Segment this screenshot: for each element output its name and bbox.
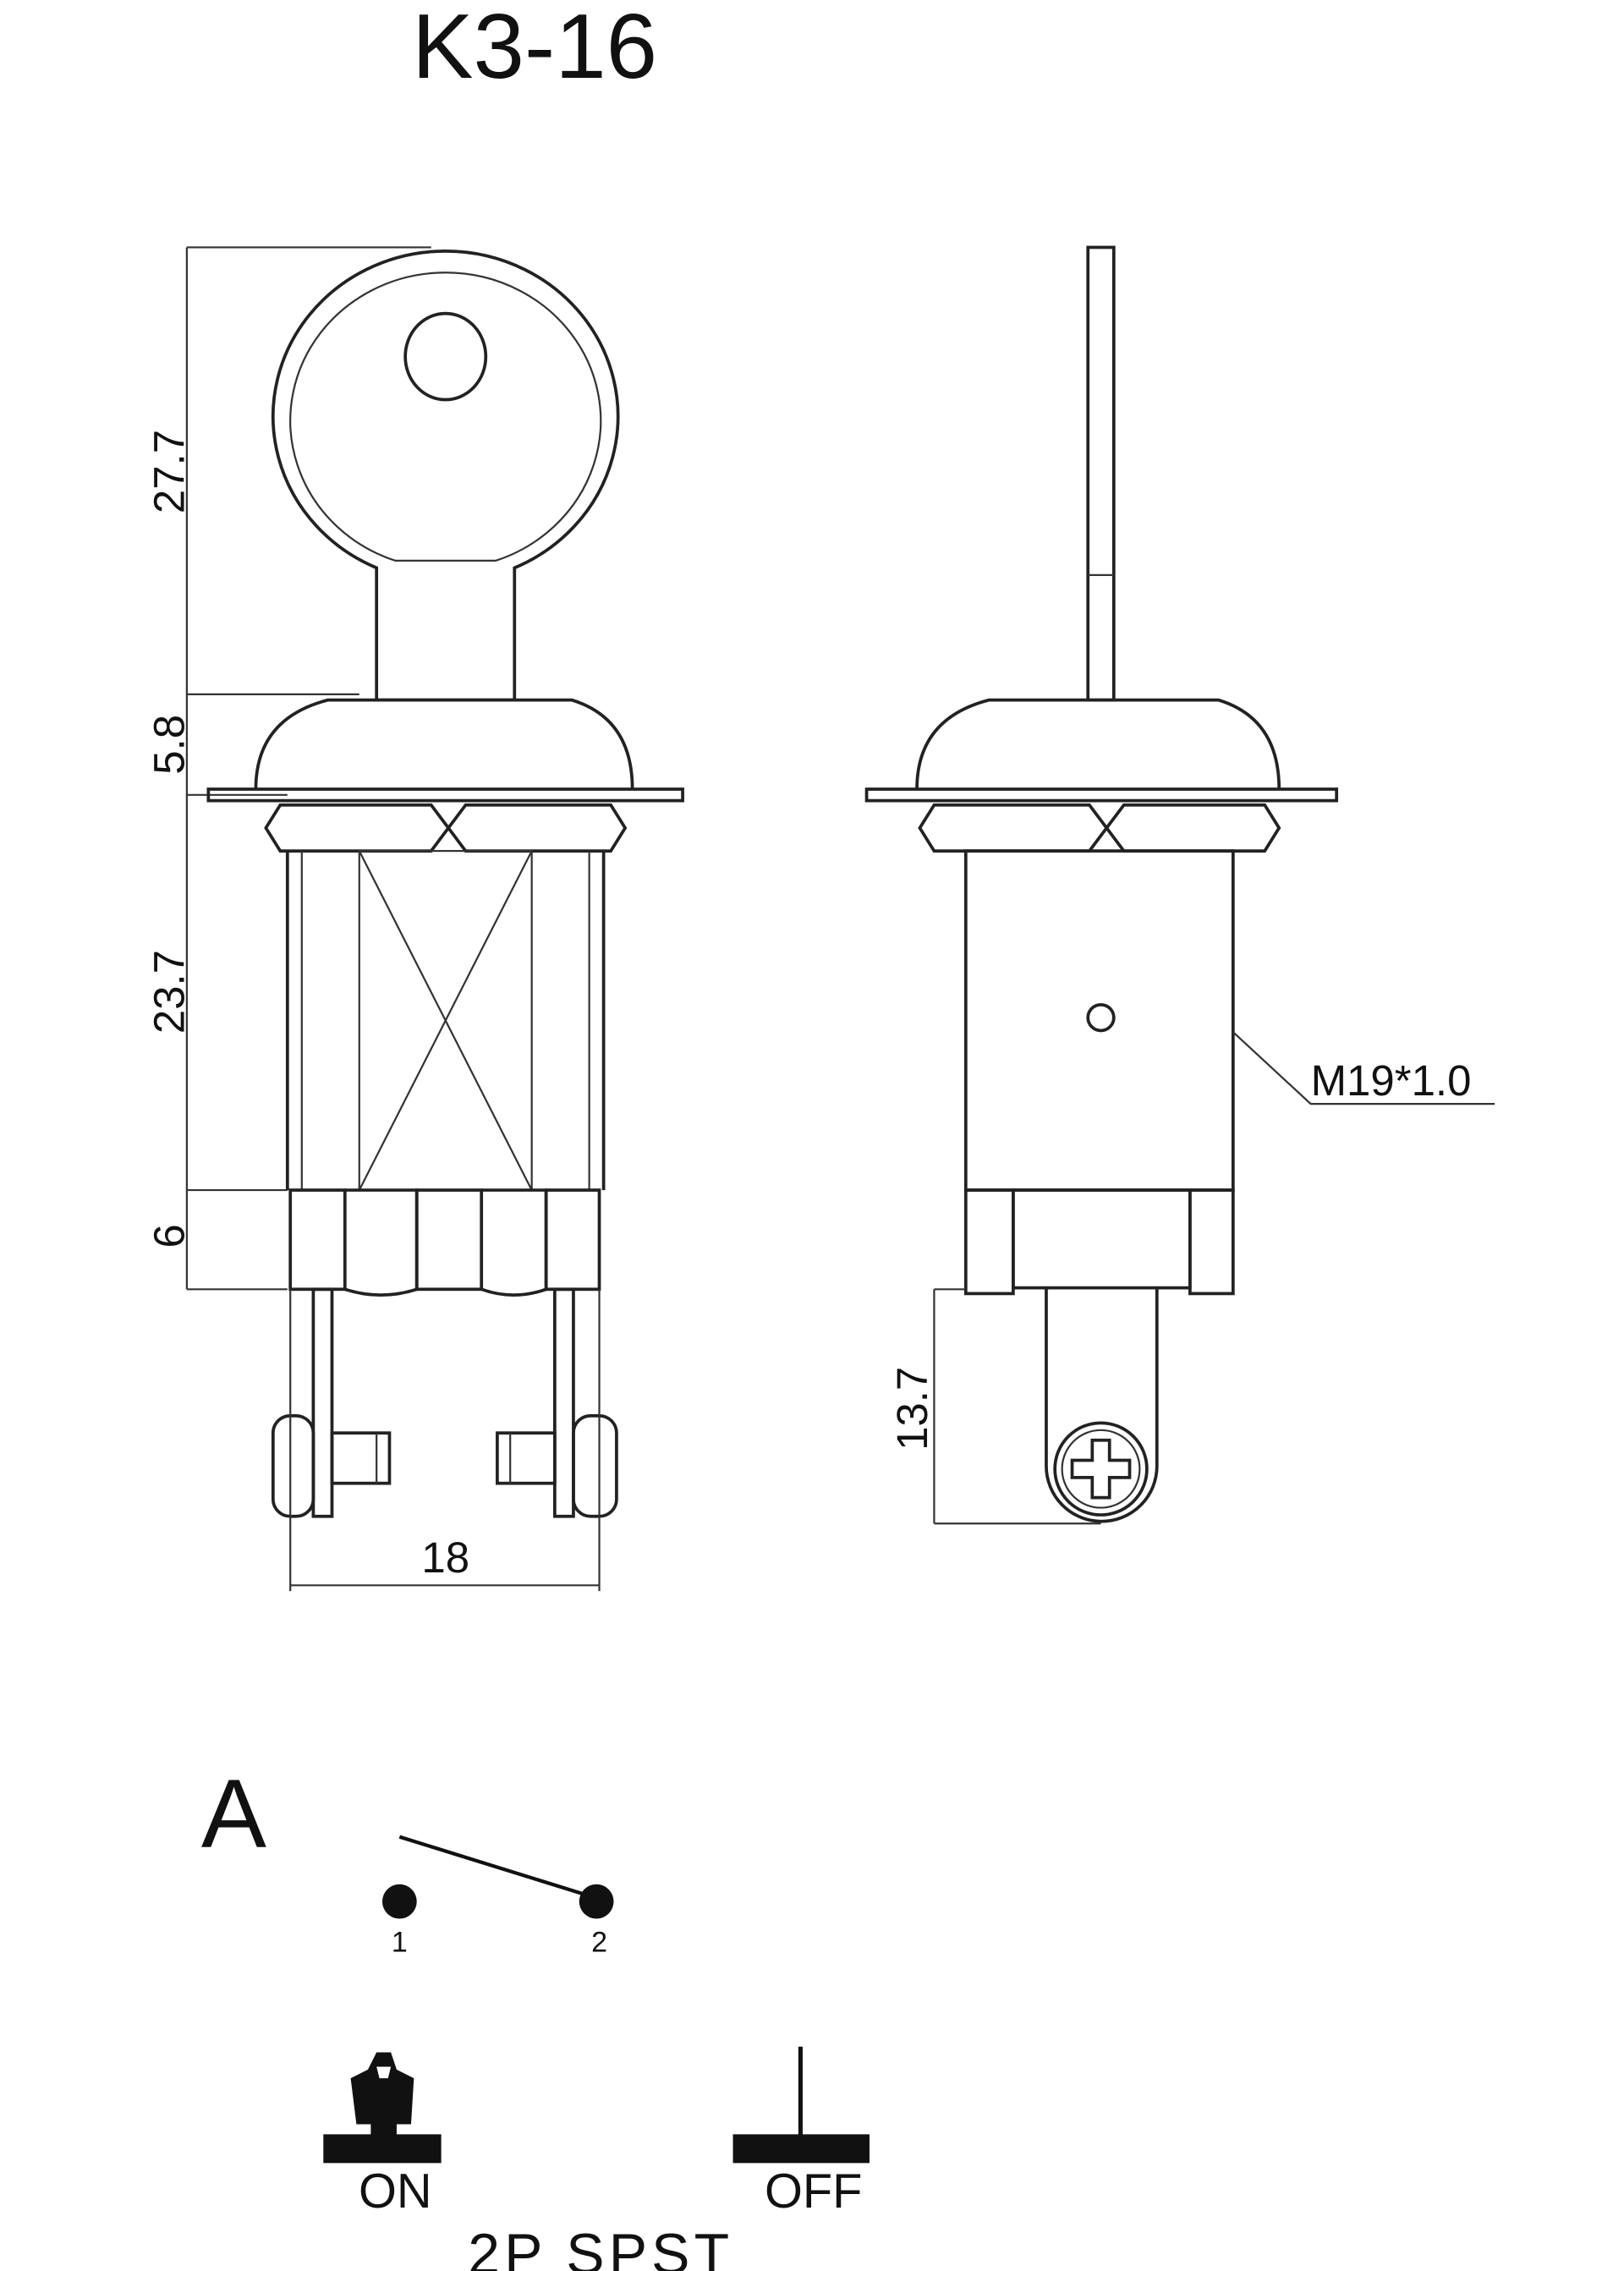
phillips-screw-icon <box>1053 1421 1149 1517</box>
thread-leader <box>1232 1031 1495 1105</box>
terminal-base <box>963 1188 1235 1296</box>
off-label: OFF <box>765 2164 862 2219</box>
off-position-icon <box>732 2046 870 2164</box>
on-position-icon <box>323 2052 442 2164</box>
terminal-tab <box>1045 1287 1159 1523</box>
terminal-2-label: 2 <box>591 1927 607 1959</box>
hex-nut <box>264 803 628 853</box>
terminals <box>271 1287 618 1518</box>
terminal-1-dot <box>381 1884 417 1919</box>
switch-type-label: 2P SPST <box>468 2222 733 2271</box>
dim-body-height: 23.7 <box>145 950 193 1034</box>
drawing-title: K3-16 <box>412 0 657 98</box>
panel-plate <box>206 787 684 803</box>
key-blade <box>1086 245 1116 702</box>
panel-plate <box>864 787 1339 803</box>
dim-width: 18 <box>421 1533 469 1582</box>
terminal-2-dot <box>579 1884 614 1919</box>
switch-body <box>285 849 606 1192</box>
terminal-1-label: 1 <box>392 1927 408 1959</box>
hex-nut <box>918 803 1281 853</box>
dim-cap-height: 5.8 <box>145 715 193 775</box>
threaded-body <box>963 849 1235 1192</box>
front-view: 27.7 5.8 23.7 6 <box>145 246 684 1592</box>
dim-key-height: 27.7 <box>145 430 193 513</box>
circuit-label: A <box>201 1759 266 1868</box>
terminal-base <box>288 1188 601 1297</box>
on-label: ON <box>359 2164 432 2219</box>
cap-dome <box>915 698 1281 790</box>
switch-contact <box>398 1835 595 1900</box>
dim-base-height: 6 <box>145 1224 193 1248</box>
side-view: 13.7 M19*1.0 <box>864 245 1495 1525</box>
width-dimension <box>289 1289 601 1592</box>
hole-icon <box>1086 1003 1116 1033</box>
circuit-diagram: A 1 2 <box>201 1759 614 1959</box>
cap-dome <box>254 698 634 790</box>
dim-terminal-length: 13.7 <box>888 1367 936 1451</box>
terminal-dimension <box>933 1288 1101 1525</box>
vertical-dimension-lines <box>185 246 431 1291</box>
key-icon <box>271 249 620 702</box>
thread-spec: M19*1.0 <box>1311 1056 1472 1105</box>
